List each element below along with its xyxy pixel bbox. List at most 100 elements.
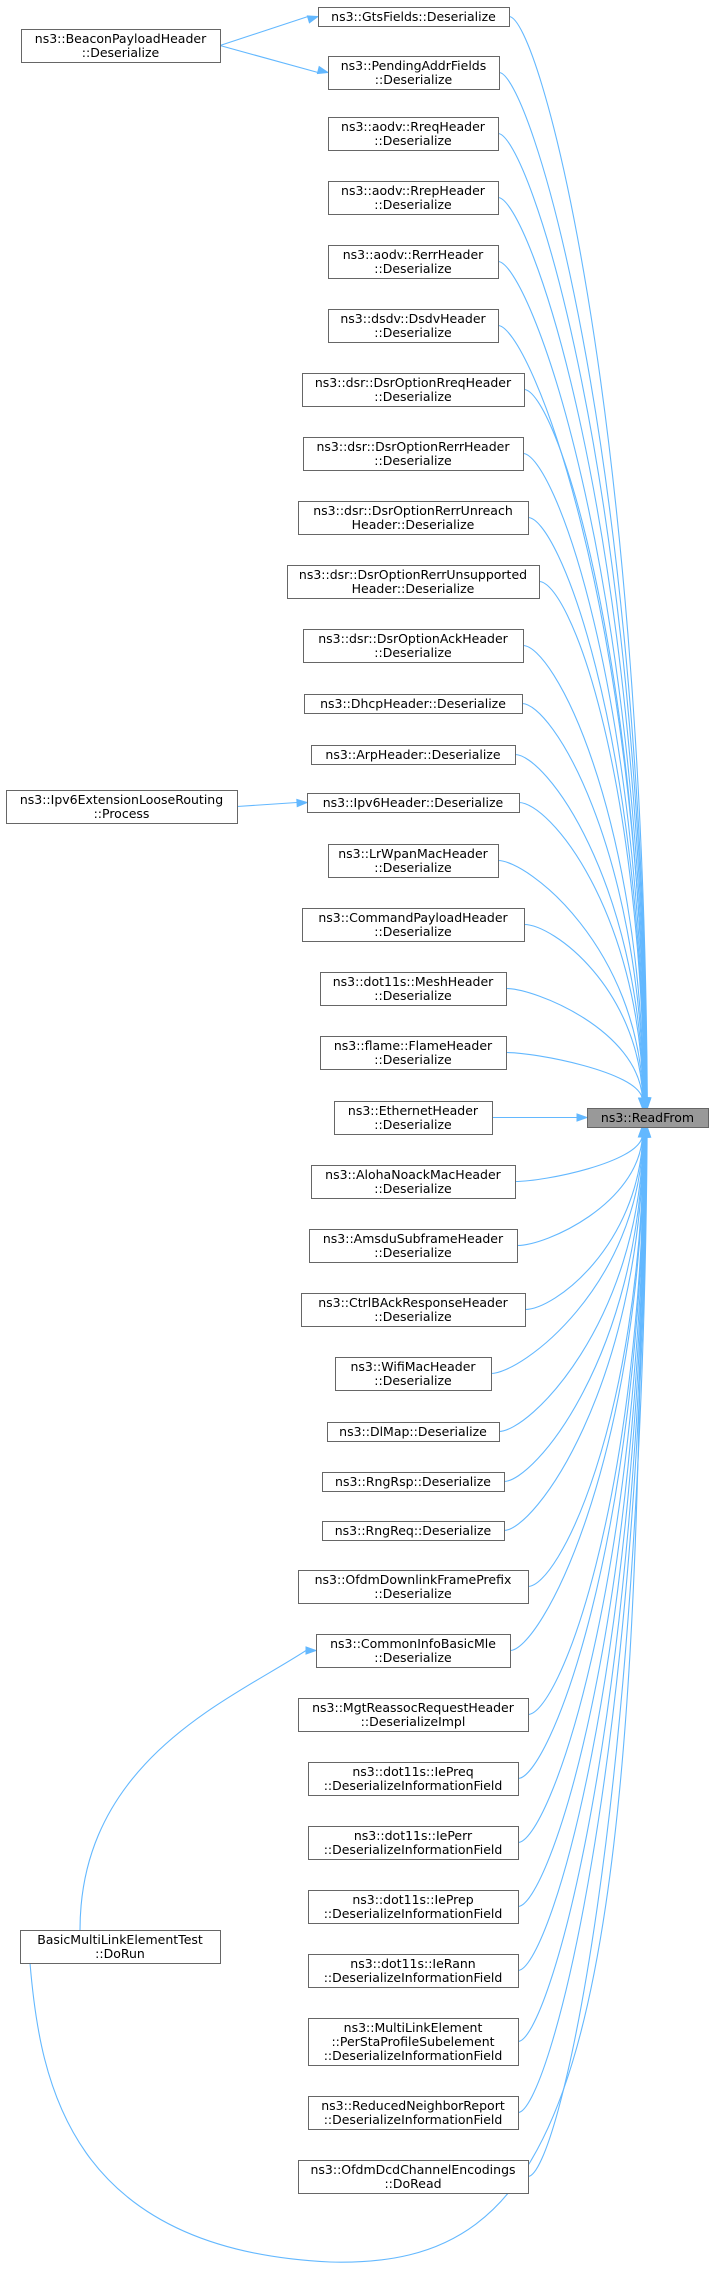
node-label-reducedneighbor-0: ns3::ReducedNeighborReport [321, 2098, 505, 2113]
node-label-mesh-0: ns3::dot11s::MeshHeader [333, 974, 494, 989]
node-dsrrreq[interactable]: ns3::dsr::DsrOptionRreqHeader::Deseriali… [302, 373, 525, 407]
node-label-amsdu-1: ::Deserialize [374, 1245, 452, 1260]
node-rreq[interactable]: ns3::aodv::RreqHeader::Deserialize [328, 117, 499, 151]
node-label-multilink-2: ::DeserializeInformationField [324, 2048, 503, 2063]
node-box-dsrrreq [302, 373, 525, 407]
node-ipv6ext[interactable]: ns3::Ipv6ExtensionLooseRouting::Process [6, 790, 238, 824]
node-label-rreq-0: ns3::aodv::RreqHeader [341, 119, 486, 134]
node-label-ethernet-0: ns3::EthernetHeader [348, 1103, 479, 1118]
edge-dlmap-to-readfrom [498, 1136, 644, 1433]
node-box-arp [311, 745, 516, 765]
edge-rreq-to-readfrom [497, 132, 648, 1099]
node-amsdu[interactable]: ns3::AmsduSubframeHeader::Deserialize [309, 1229, 518, 1263]
node-label-ieperr-0: ns3::dot11s::IePerr [354, 1828, 473, 1843]
edge-rngrsp-to-readfrom [503, 1136, 645, 1483]
node-label-ctrlback-1: ::Deserialize [374, 1309, 452, 1324]
node-basicmlet[interactable]: BasicMultiLinkElementTest::DoRun [20, 1930, 221, 1964]
node-rrep[interactable]: ns3::aodv::RrepHeader::Deserialize [328, 181, 499, 215]
edge-rngreq-to-readfrom [503, 1136, 645, 1532]
node-cmdpayload[interactable]: ns3::CommandPayloadHeader::Deserialize [302, 908, 525, 942]
node-box-mgtreassoc [298, 1698, 529, 1732]
node-label-rreq-1: ::Deserialize [374, 133, 452, 148]
node-pending[interactable]: ns3::PendingAddrFields::Deserialize [328, 56, 500, 90]
node-box-ipv6ext [6, 790, 238, 824]
edge-commoninfo-to-readfrom [509, 1136, 646, 1652]
node-ieperr[interactable]: ns3::dot11s::IePerr::DeserializeInformat… [308, 1826, 519, 1860]
node-label-rerr-0: ns3::aodv::RerrHeader [343, 247, 484, 262]
node-label-dsrunsupp-1: Header::Deserialize [352, 581, 475, 596]
node-label-ofdmprefix-0: ns3::OfdmDownlinkFramePrefix [315, 1572, 512, 1587]
node-rngrsp[interactable]: ns3::RngRsp::Deserialize [322, 1472, 505, 1492]
edge-aloha-to-readfrom [514, 1136, 643, 1183]
node-rngreq[interactable]: ns3::RngReq::Deserialize [322, 1521, 505, 1541]
node-label-iepreq-1: ::DeserializeInformationField [324, 1778, 503, 1793]
node-iepreq[interactable]: ns3::dot11s::IePreq::DeserializeInformat… [308, 1762, 519, 1796]
node-multilink[interactable]: ns3::MultiLinkElement::PerStaProfileSube… [308, 2018, 519, 2066]
node-dlmap[interactable]: ns3::DlMap::Deserialize [327, 1422, 500, 1442]
edge-ieperr-to-readfrom [517, 1136, 646, 1844]
edge-basicmlet-to-commoninfo [79, 1650, 307, 1931]
node-label-dlmap-0: ns3::DlMap::Deserialize [339, 1424, 487, 1439]
node-box-dsrunsupp [287, 565, 540, 599]
node-readfrom[interactable]: ns3::ReadFrom [587, 1108, 709, 1128]
node-box-wifimac [335, 1357, 492, 1391]
edge-basicmlet-to-readfrom [29, 1136, 643, 2263]
node-box-ierann [308, 1954, 519, 1988]
edges-layer [29, 15, 652, 2263]
node-label-multilink-0: ns3::MultiLinkElement [344, 2020, 483, 2035]
edge-mesh-to-readfrom [505, 987, 643, 1099]
node-label-rerr-1: ::Deserialize [374, 261, 452, 276]
node-label-ierann-0: ns3::dot11s::IeRann [350, 1956, 475, 1971]
node-ipv6[interactable]: ns3::Ipv6Header::Deserialize [307, 793, 520, 813]
node-dsdv[interactable]: ns3::dsdv::DsdvHeader::Deserialize [328, 309, 499, 343]
node-label-dsrrreq-0: ns3::dsr::DsrOptionRreqHeader [315, 375, 512, 390]
node-ctrlback[interactable]: ns3::CtrlBAckResponseHeader::Deserialize [301, 1293, 526, 1327]
node-box-ethernet [334, 1101, 493, 1135]
node-dsrunsupp[interactable]: ns3::dsr::DsrOptionRerrUnsupportedHeader… [287, 565, 540, 599]
node-dsrrerr[interactable]: ns3::dsr::DsrOptionRerrHeader::Deseriali… [303, 437, 524, 471]
node-label-dsdv-1: ::Deserialize [374, 325, 452, 340]
edge-wifimac-to-readfrom [490, 1136, 644, 1375]
node-box-ctrlback [301, 1293, 526, 1327]
node-label-ieprep-0: ns3::dot11s::IePrep [352, 1892, 473, 1907]
node-box-rreq [328, 117, 499, 151]
node-ieprep[interactable]: ns3::dot11s::IePrep::DeserializeInformat… [308, 1890, 519, 1924]
node-dhcp[interactable]: ns3::DhcpHeader::Deserialize [304, 694, 523, 714]
node-label-wifimac-0: ns3::WifiMacHeader [350, 1359, 476, 1374]
node-ofdmdcd[interactable]: ns3::OfdmDcdChannelEncodings::DoRead [298, 2160, 529, 2194]
node-ofdmprefix[interactable]: ns3::OfdmDownlinkFramePrefix::Deserializ… [298, 1570, 529, 1604]
node-beacon[interactable]: ns3::BeaconPayloadHeader::Deserialize [21, 29, 221, 63]
node-box-lrwpan [328, 844, 499, 878]
edge-arp-to-readfrom [514, 753, 645, 1099]
node-box-rrep [328, 181, 499, 215]
node-box-beacon [21, 29, 221, 63]
edge-ierann-to-readfrom [517, 1136, 647, 1972]
node-label-basicmlet-0: BasicMultiLinkElementTest [37, 1932, 203, 1947]
node-lrwpan[interactable]: ns3::LrWpanMacHeader::Deserialize [328, 844, 499, 878]
node-label-ipv6-0: ns3::Ipv6Header::Deserialize [323, 795, 504, 810]
node-ethernet[interactable]: ns3::EthernetHeader::Deserialize [334, 1101, 493, 1135]
node-label-ipv6ext-0: ns3::Ipv6ExtensionLooseRouting [20, 792, 223, 807]
node-box-rerr [328, 245, 499, 279]
node-reducedneighbor[interactable]: ns3::ReducedNeighborReport::DeserializeI… [308, 2096, 519, 2130]
edge-dsrunreach-to-readfrom [527, 516, 646, 1099]
node-label-beacon-1: ::Deserialize [82, 45, 160, 60]
node-dsrack[interactable]: ns3::dsr::DsrOptionAckHeader::Deserializ… [303, 629, 524, 663]
node-box-dsrunreach [298, 501, 529, 535]
node-aloha[interactable]: ns3::AlohaNoackMacHeader::Deserialize [311, 1165, 516, 1199]
node-mesh[interactable]: ns3::dot11s::MeshHeader::Deserialize [320, 972, 507, 1006]
node-ierann[interactable]: ns3::dot11s::IeRann::DeserializeInformat… [308, 1954, 519, 1988]
node-label-ofdmdcd-1: ::DoRead [384, 2176, 441, 2191]
edge-arrow-basicmlet-readfrom [637, 1125, 647, 1138]
node-arp[interactable]: ns3::ArpHeader::Deserialize [311, 745, 516, 765]
node-wifimac[interactable]: ns3::WifiMacHeader::Deserialize [335, 1357, 492, 1391]
node-box-mesh [320, 972, 507, 1006]
node-dsrunreach[interactable]: ns3::dsr::DsrOptionRerrUnreachHeader::De… [298, 501, 529, 535]
node-mgtreassoc[interactable]: ns3::MgtReassocRequestHeader::Deserializ… [298, 1698, 529, 1732]
node-commoninfo[interactable]: ns3::CommonInfoBasicMle::Deserialize [316, 1634, 511, 1668]
node-flame[interactable]: ns3::flame::FlameHeader::Deserialize [320, 1036, 507, 1070]
node-gts[interactable]: ns3::GtsFields::Deserialize [318, 7, 510, 27]
node-rerr[interactable]: ns3::aodv::RerrHeader::Deserialize [328, 245, 499, 279]
node-label-dsrrreq-1: ::Deserialize [374, 389, 452, 404]
